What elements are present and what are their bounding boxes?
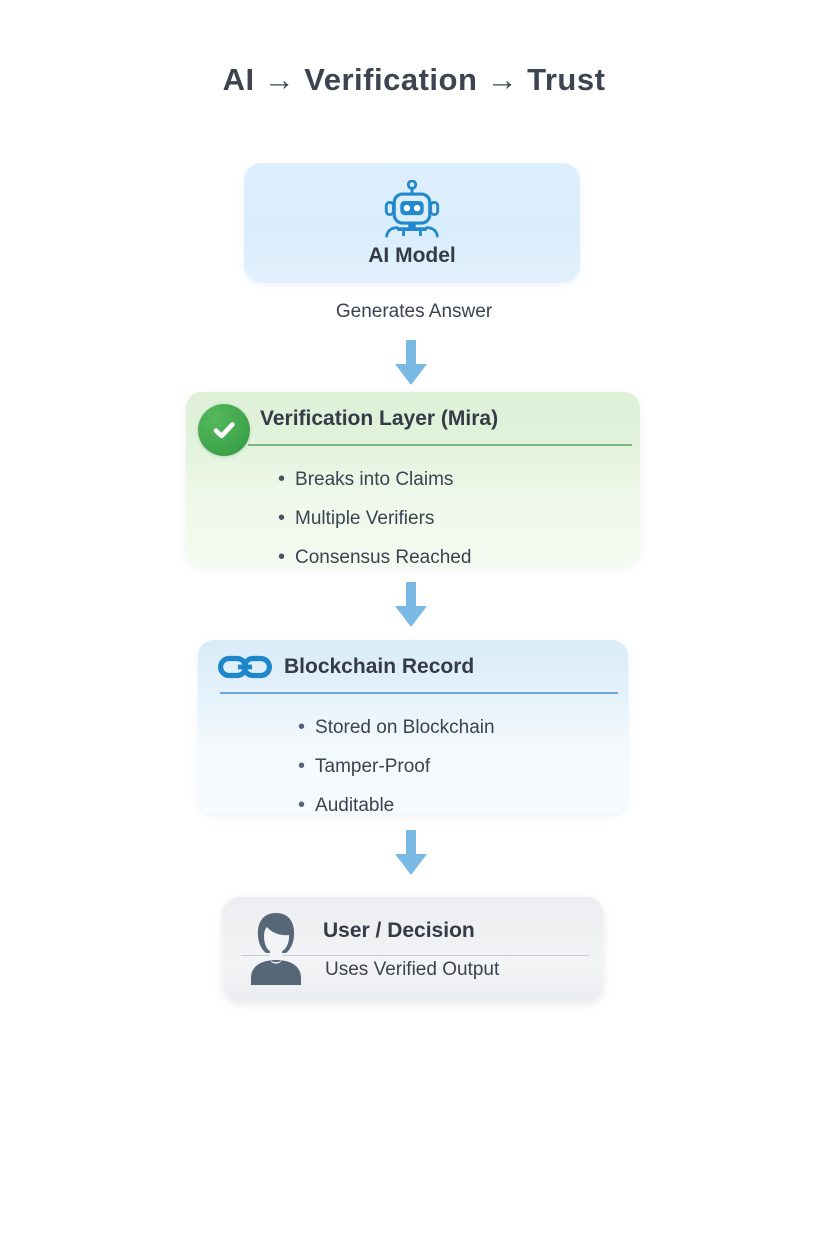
list-item: • Consensus Reached xyxy=(278,538,640,577)
arrow-ai-to-verification-icon xyxy=(395,340,427,385)
bullet-glyph: • xyxy=(298,755,306,778)
bullet-glyph: • xyxy=(298,794,306,817)
bullet-glyph: • xyxy=(278,468,286,490)
bullet-glyph: • xyxy=(278,546,286,569)
list-item-label: Breaks into Claims xyxy=(295,469,454,490)
list-item-label: Consensus Reached xyxy=(295,547,472,569)
list-item-label: Stored on Blockchain xyxy=(315,717,495,738)
arrow-blockchain-to-user-icon xyxy=(395,830,427,875)
verification-divider xyxy=(248,444,632,446)
list-item-label: Multiple Verifiers xyxy=(295,508,435,530)
list-item-label: Auditable xyxy=(315,795,395,817)
user-divider xyxy=(241,955,589,956)
user-header: User / Decision xyxy=(323,909,475,953)
ai-model-label: AI Model xyxy=(368,244,456,267)
robot-icon xyxy=(384,180,440,238)
verification-title: Verification Layer (Mira) xyxy=(260,407,499,430)
verification-header: Verification Layer (Mira) xyxy=(186,392,640,446)
list-item: • Breaks into Claims xyxy=(278,460,640,499)
verification-bullet-list: • Breaks into Claims • Multiple Verifier… xyxy=(186,446,640,593)
blockchain-bullet-list: • Stored on Blockchain • Tamper-Proof • … xyxy=(198,694,628,841)
ai-model-node[interactable]: AI Model xyxy=(244,163,580,283)
user-avatar-icon xyxy=(245,911,307,987)
list-item-label: Tamper-Proof xyxy=(315,756,431,778)
arrow-verification-to-blockchain-icon xyxy=(395,582,427,627)
list-item: • Multiple Verifiers xyxy=(278,499,640,538)
blockchain-record-node[interactable]: Blockchain Record • Stored on Blockchain… xyxy=(198,640,628,816)
bullet-glyph: • xyxy=(278,507,286,530)
chain-link-icon xyxy=(218,655,272,679)
blockchain-header: Blockchain Record xyxy=(198,640,628,694)
list-item: • Tamper-Proof xyxy=(298,747,628,786)
blockchain-divider xyxy=(220,692,618,694)
list-item: • Stored on Blockchain xyxy=(298,708,628,747)
list-item: • Auditable xyxy=(298,786,628,825)
check-circle-icon xyxy=(198,404,250,456)
page-title: AI → Verification → Trust xyxy=(222,62,606,97)
verification-layer-node[interactable]: Verification Layer (Mira) • Breaks into … xyxy=(186,392,640,568)
user-subtitle: Uses Verified Output xyxy=(325,959,500,980)
user-title: User / Decision xyxy=(323,919,475,942)
bullet-glyph: • xyxy=(298,716,306,738)
user-decision-node[interactable]: User / Decision Uses Verified Output xyxy=(223,897,603,1001)
edge-label-generates-answer: Generates Answer xyxy=(335,301,493,322)
blockchain-title: Blockchain Record xyxy=(284,655,475,678)
